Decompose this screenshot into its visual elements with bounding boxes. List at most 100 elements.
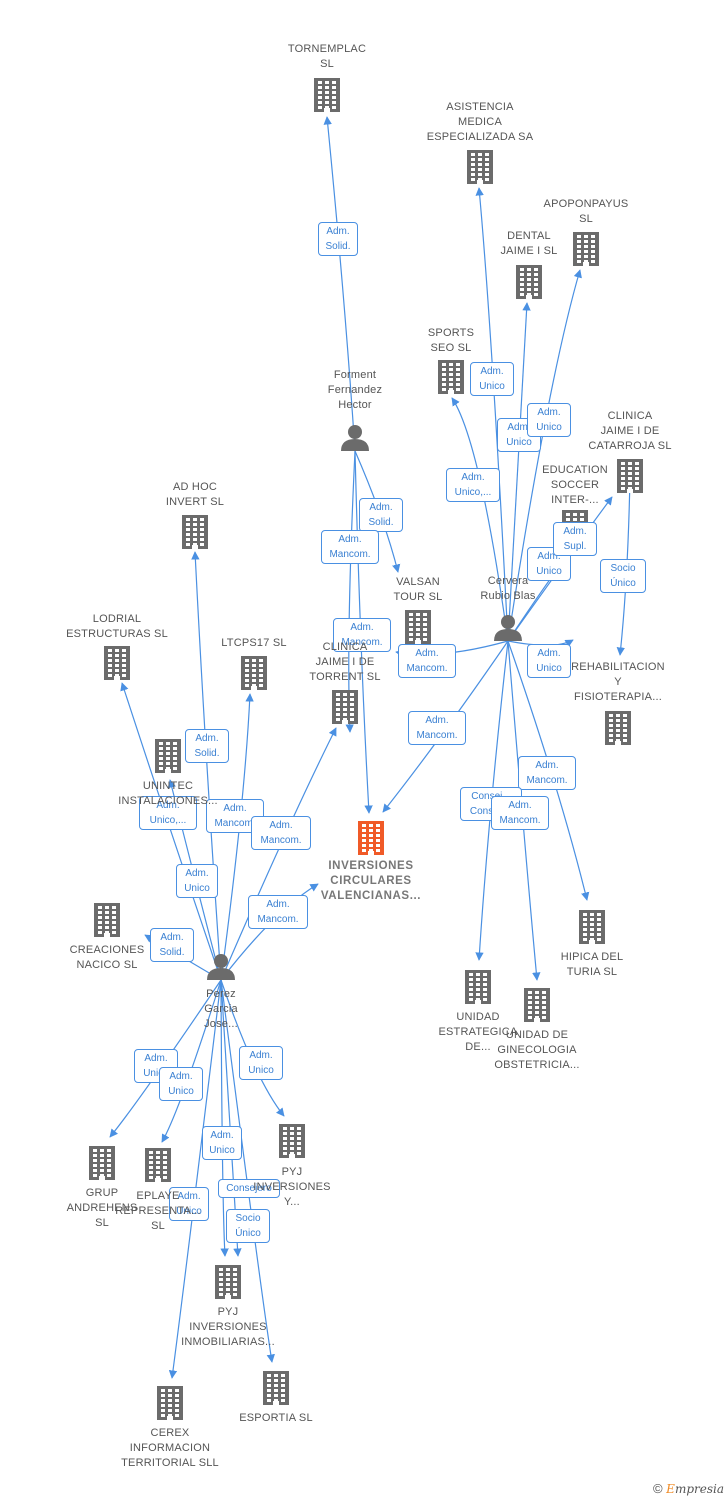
relation-label[interactable]: Adm.Unico (527, 644, 571, 678)
node-label-line: TOUR SL (393, 591, 443, 603)
relation-label-line: Adm. (480, 366, 504, 377)
relation-label[interactable]: Adm.Unico,... (139, 796, 197, 830)
relation-label[interactable]: Adm.Mancom. (408, 711, 466, 745)
building-icon[interactable] (516, 265, 542, 299)
relation-label[interactable]: Adm.Unico,... (446, 468, 500, 502)
building-icon[interactable] (524, 988, 550, 1022)
building-icon[interactable] (332, 690, 358, 724)
relation-label[interactable]: Adm.Unico (159, 1067, 203, 1101)
relation-label[interactable]: Adm.Mancom. (251, 816, 311, 850)
building-icon[interactable] (314, 78, 340, 112)
relation-label[interactable]: Consejero (218, 1179, 280, 1198)
relation-label-line: Unico (143, 1068, 169, 1079)
building-icon[interactable] (405, 610, 431, 644)
relation-label[interactable]: Adm.Solid. (318, 222, 358, 256)
relation-label[interactable]: Adm.Solid. (185, 729, 229, 763)
relation-label-line: Supl. (563, 541, 587, 552)
building-icon[interactable] (438, 360, 464, 394)
relation-label-line: Mancom. (406, 663, 448, 674)
person-icon[interactable] (494, 615, 522, 641)
building-icon[interactable] (467, 150, 493, 184)
relation-label[interactable]: Adm.Supl. (553, 522, 597, 556)
node-label-line: MEDICA (458, 116, 502, 128)
relation-label[interactable]: Adm.Mancom. (333, 618, 391, 652)
node-label-line: FISIOTERAPIA... (574, 691, 662, 703)
building-icon[interactable] (182, 515, 208, 549)
building-icon[interactable] (465, 970, 491, 1004)
relation-label-line: Adm. (195, 733, 219, 744)
edge-cervera-to-unidad_ginecologia (507, 640, 541, 981)
node-label-esportia[interactable]: ESPORTIA SL (206, 1411, 346, 1426)
node-label-line: INVERT SL (165, 496, 225, 508)
building-icon[interactable] (89, 1146, 115, 1180)
relation-label[interactable]: Adm.Unico (176, 864, 218, 898)
relation-label[interactable]: Adm.Mancom. (321, 530, 379, 564)
building-icon[interactable] (605, 711, 631, 745)
relation-label[interactable]: Adm.Unico (239, 1046, 283, 1080)
relation-label[interactable]: Adm.Mancom. (491, 796, 549, 830)
person-icon[interactable] (341, 425, 369, 451)
relation-label[interactable]: Adm.Mancom. (398, 644, 456, 678)
relation-label[interactable]: Adm.Unico (527, 403, 571, 437)
building-icon[interactable] (263, 1371, 289, 1405)
building-icon[interactable] (241, 656, 267, 690)
building-icon[interactable] (358, 821, 384, 855)
building-icon[interactable] (279, 1124, 305, 1158)
relation-label[interactable]: Adm.Solid. (150, 928, 194, 962)
node-label-line: Y... (284, 1196, 300, 1208)
building-icon[interactable] (573, 232, 599, 266)
relation-label-line: Adm. (223, 803, 247, 814)
building-icon[interactable] (155, 739, 181, 773)
relation-label[interactable]: Adm.Unico (202, 1126, 242, 1160)
relation-label[interactable]: Adm.Unico (169, 1187, 209, 1221)
relation-label[interactable]: Adm.Mancom. (248, 895, 308, 929)
node-label-line: INTER-... (551, 494, 599, 506)
node-label-line: HIPICA DEL (560, 951, 624, 963)
relation-label[interactable]: Adm.Mancom. (518, 756, 576, 790)
node-label-ltcps[interactable]: LTCPS17 SL (184, 636, 324, 651)
building-icon[interactable] (104, 646, 130, 680)
node-label-line: CREACIONES (69, 944, 145, 956)
node-label-line: Hector (338, 399, 372, 411)
relation-label-line: Adm. (249, 1050, 273, 1061)
relation-label[interactable]: Adm.Solid. (359, 498, 403, 532)
building-icon[interactable] (94, 903, 120, 937)
node-label-line: CLINICA (607, 410, 653, 422)
building-icon[interactable] (215, 1265, 241, 1299)
empresia-logo[interactable]: Empresia (666, 1482, 724, 1496)
building-icon[interactable] (157, 1386, 183, 1420)
relation-label[interactable]: Adm.Unico (470, 362, 514, 396)
building-icon[interactable] (145, 1148, 171, 1182)
building-icon[interactable] (617, 459, 643, 493)
building-icon[interactable] (579, 910, 605, 944)
person-icon[interactable] (207, 954, 235, 980)
